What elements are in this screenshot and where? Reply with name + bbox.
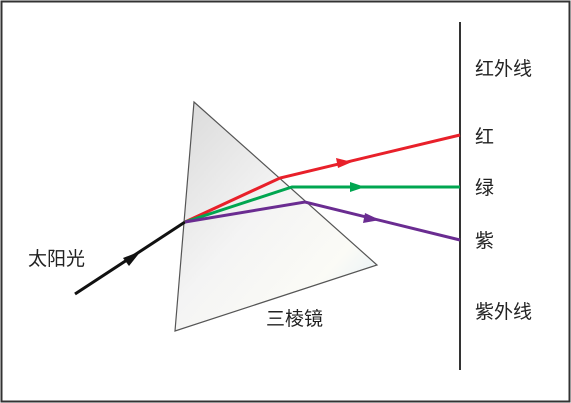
label-red: 红 — [475, 126, 494, 148]
green-ray-arrow-icon — [350, 182, 365, 192]
green-ray — [184, 185, 460, 224]
red-ray-arrow-icon — [336, 158, 352, 168]
label-prism: 三棱镜 — [266, 308, 323, 330]
red-ray — [184, 133, 461, 224]
violet-ray-arrow-icon — [363, 213, 380, 223]
sunlight-arrow-icon — [123, 251, 141, 266]
label-sunlight: 太阳光 — [28, 248, 85, 270]
label-green: 绿 — [475, 177, 494, 199]
label-infrared: 红外线 — [475, 58, 532, 80]
violet-ray — [184, 200, 461, 242]
prism-triangle — [174, 100, 379, 332]
label-ultraviolet: 紫外线 — [475, 301, 532, 323]
label-violet: 紫 — [475, 230, 494, 252]
